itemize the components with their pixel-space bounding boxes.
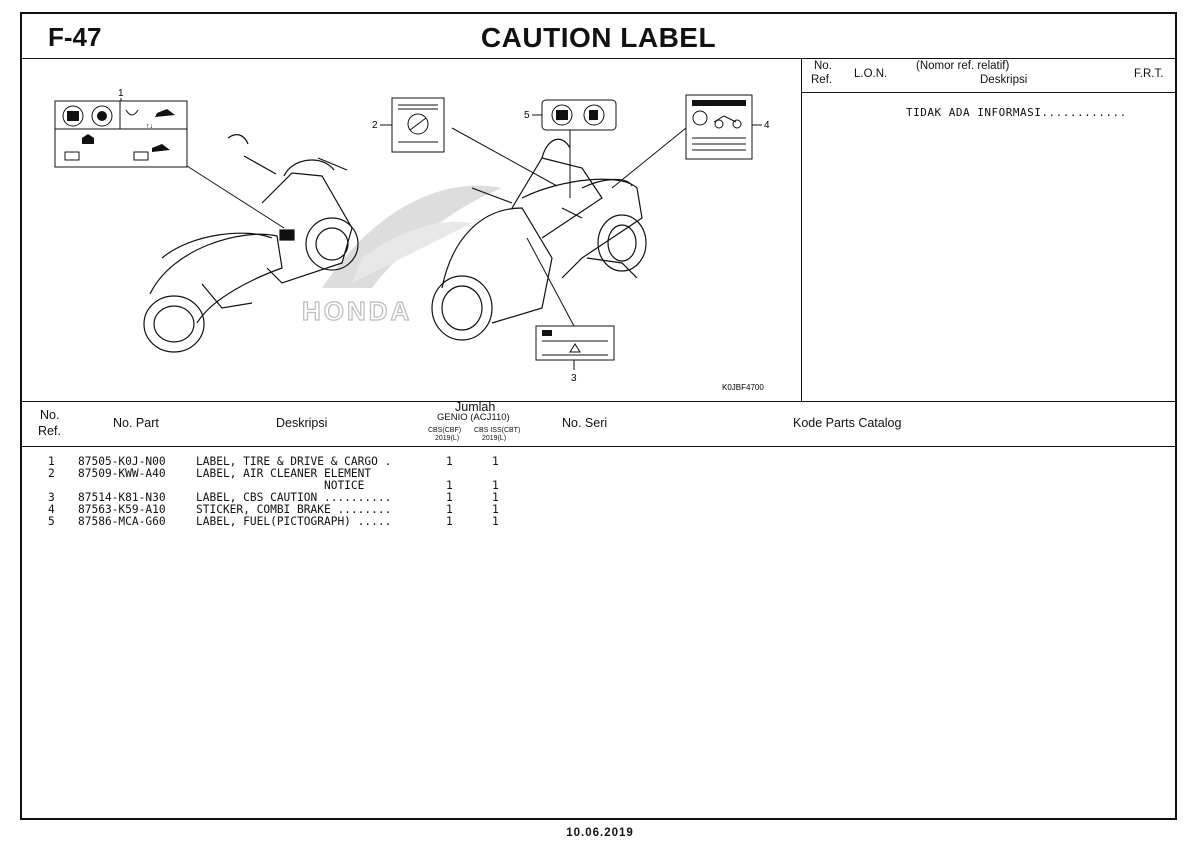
col-cbs-iss-label: CBS ISS(CBT) [474, 427, 521, 434]
col-kode-label: Kode Parts Catalog [793, 416, 902, 430]
callout-1: 1 [118, 88, 124, 99]
page-title: CAUTION LABEL [480, 22, 717, 53]
callout-5: 5 [524, 110, 530, 121]
col-jumlah-label: Jumlah [455, 400, 496, 414]
right-panel-header: No. Ref. L.O.N. (Nomor ref. relatif) Des… [802, 58, 1177, 93]
row-qty-cbs-iss: 1 [492, 479, 499, 492]
page-frame: F-47 CAUTION LABEL HONDA ↑↓ [20, 12, 1177, 820]
row-description: LABEL, TIRE & DRIVE & CARGO . [196, 455, 392, 468]
col-cbs-label: CBS(CBF) [428, 427, 462, 434]
rp-ref-label: Ref. [811, 74, 833, 86]
scooter-side-view [143, 134, 359, 353]
page-code: F-47 [48, 22, 102, 52]
scooter-diagram: HONDA ↑↓ 1 [54, 88, 770, 392]
row-ref: 5 [48, 515, 55, 528]
table-row: 5 87586-MCA-G60 LABEL, FUEL(PICTOGRAPH) ..… [22, 516, 1175, 528]
row-part-number: 87509-KWW-A40 [78, 467, 166, 480]
footer-date: 10.06.2019 [566, 827, 634, 839]
row-qty-cbs: 1 [446, 491, 453, 504]
row-part-number: 87505-K0J-N00 [78, 455, 166, 468]
callout-3: 3 [571, 373, 577, 384]
table-row: 2 87509-KWW-A40 LABEL, AIR CLEANER ELEMENT [22, 468, 1175, 480]
col-model-label: GENIO (ACJ110) [437, 412, 510, 423]
parts-table-header: No. Ref. No. Part Deskripsi Jumlah GENIO… [22, 400, 1175, 447]
row-description: LABEL, CBS CAUTION .......... [196, 491, 392, 504]
callout-4: 4 [764, 120, 770, 131]
table-row: 4 87563-K59-A10 STICKER, COMBI BRAKE .....… [22, 504, 1175, 516]
honda-wing-watermark [322, 185, 502, 288]
row-part-number: 87514-K81-N30 [78, 491, 166, 504]
col-ref-label: Ref. [38, 424, 61, 438]
callout-2: 2 [372, 120, 378, 131]
row-description: STICKER, COMBI BRAKE ........ [196, 503, 392, 516]
row-ref: 2 [48, 467, 55, 480]
row-part-number: 87586-MCA-G60 [78, 515, 166, 528]
rp-frt-label: F.R.T. [1134, 68, 1164, 80]
row-qty-cbs-iss: 1 [492, 515, 499, 528]
figure-code: K0JBF4700 [722, 383, 764, 392]
row-qty-cbs-iss: 1 [492, 491, 499, 504]
col-cbs-year: 2019(L) [435, 435, 460, 442]
col-desc-label: Deskripsi [276, 416, 328, 430]
label-3-cbs-caution [535, 325, 615, 361]
row-qty-cbs: 1 [446, 455, 453, 468]
right-info-panel: No. Ref. L.O.N. (Nomor ref. relatif) Des… [802, 58, 1177, 402]
row-qty-cbs-iss: 1 [492, 503, 499, 516]
row-qty-cbs: 1 [446, 515, 453, 528]
row-description: LABEL, FUEL(PICTOGRAPH) ..... [196, 515, 392, 528]
label-1-tire-drive-cargo: ↑↓ [54, 100, 188, 168]
row-part-number: 87563-K59-A10 [78, 503, 166, 516]
svg-text:↑↓: ↑↓ [146, 123, 153, 130]
row-qty-cbs: 1 [446, 479, 453, 492]
col-seri-label: No. Seri [562, 416, 608, 430]
honda-watermark-text: HONDA [302, 296, 412, 326]
label-2-air-cleaner [391, 97, 445, 153]
rp-nomor-label: (Nomor ref. relatif) [916, 60, 1010, 72]
row-description: NOTICE [196, 479, 365, 492]
col-cbs-iss-year: 2019(L) [482, 435, 507, 442]
no-info-note: TIDAK ADA INFORMASI............ [906, 106, 1127, 119]
parts-illustration: HONDA ↑↓ 1 [22, 58, 802, 402]
rp-lon-label: L.O.N. [854, 68, 888, 80]
table-row: NOTICE 1 1 [22, 480, 1175, 492]
label-4-combi-brake [685, 94, 753, 160]
rp-no-label: No. [814, 60, 832, 72]
col-no-label: No. [40, 408, 60, 422]
row-qty-cbs-iss: 1 [492, 455, 499, 468]
parts-table-body: 1 87505-K0J-N00 LABEL, TIRE & DRIVE & CARG… [22, 456, 1175, 528]
row-description: LABEL, AIR CLEANER ELEMENT [196, 467, 372, 480]
row-ref: 3 [48, 491, 55, 504]
rp-deskripsi-label: Deskripsi [980, 74, 1028, 86]
row-ref: 4 [48, 503, 55, 516]
page-header: F-47 CAUTION LABEL [22, 14, 1175, 59]
label-5-fuel-pictograph [541, 99, 617, 131]
table-row: 1 87505-K0J-N00 LABEL, TIRE & DRIVE & CARG… [22, 456, 1175, 468]
scooter-front-view [431, 138, 647, 341]
row-qty-cbs: 1 [446, 503, 453, 516]
table-row: 3 87514-K81-N30 LABEL, CBS CAUTION .......… [22, 492, 1175, 504]
col-part-label: No. Part [113, 416, 159, 430]
row-ref: 1 [48, 455, 55, 468]
